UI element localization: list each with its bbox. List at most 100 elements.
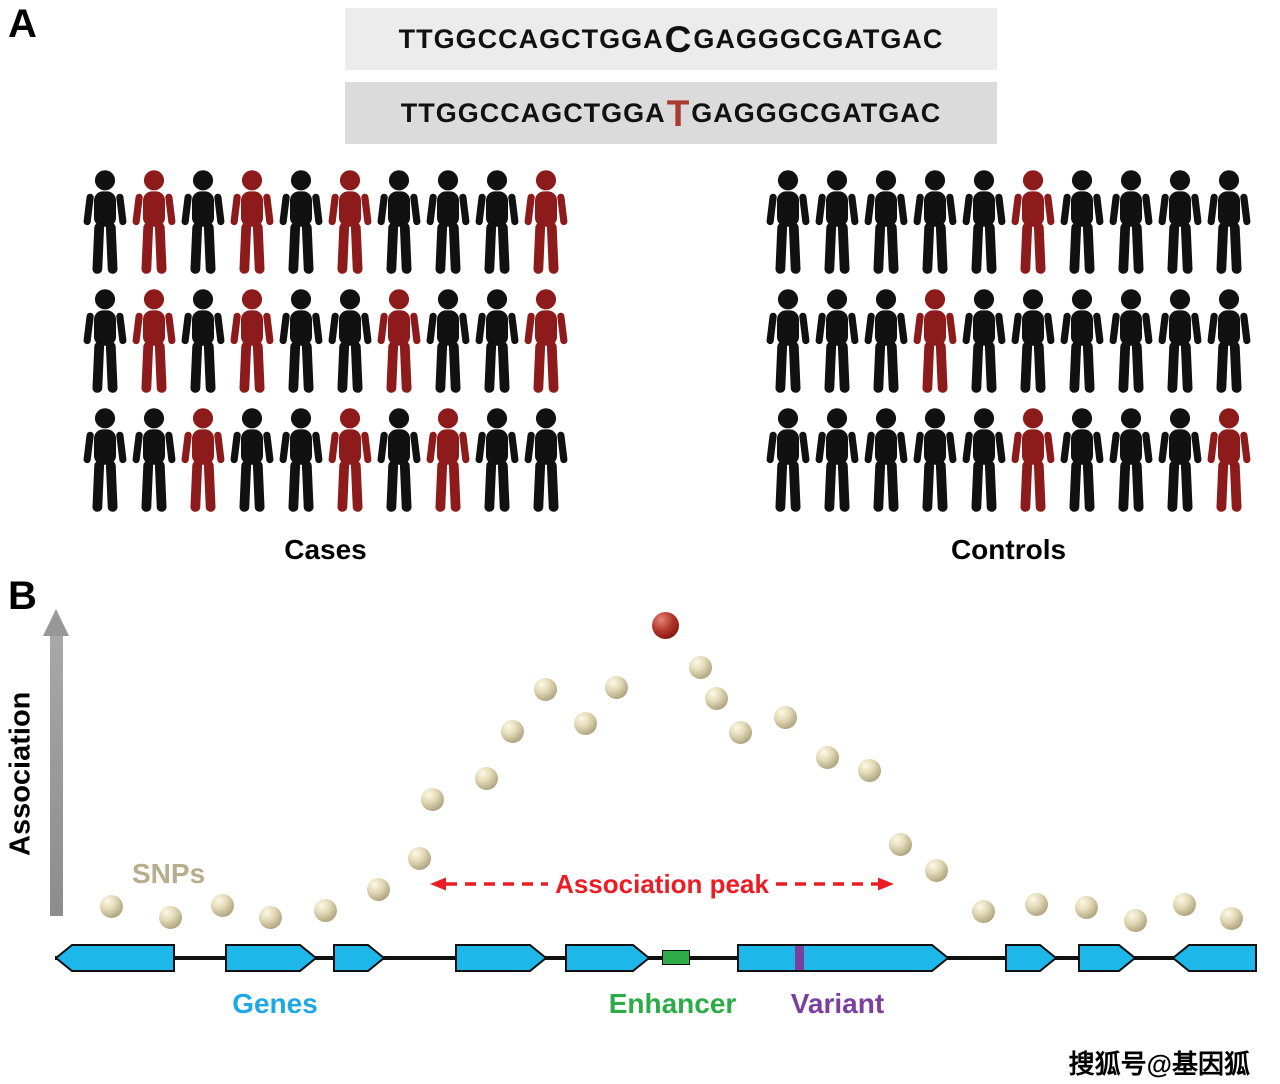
- snp-marker: [605, 675, 629, 699]
- seq1-allele: C: [664, 18, 693, 60]
- person-glyph: [132, 170, 176, 274]
- person-row: [765, 406, 1252, 514]
- person-icon: [278, 406, 324, 514]
- dashed-arrow-left-icon: [430, 877, 549, 891]
- person-glyph: [279, 170, 323, 274]
- snp-marker: [1024, 893, 1048, 917]
- person-glyph: [864, 408, 908, 512]
- snp-marker: [1220, 906, 1243, 930]
- seq2-allele: T: [666, 92, 691, 134]
- person-icon: [1108, 287, 1154, 395]
- person-glyph: [815, 289, 859, 393]
- enhancer-label: Enhancer: [608, 988, 737, 1019]
- person-icon: [912, 406, 958, 514]
- person-icon: [425, 168, 471, 276]
- person-icon: [523, 406, 569, 514]
- person-glyph: [1060, 289, 1104, 393]
- snp-marker: [858, 759, 882, 783]
- association-peak-label: Association peak: [555, 868, 769, 899]
- person-icon: [474, 287, 520, 395]
- person-affected-icon: [376, 287, 422, 395]
- snp-marker: [158, 905, 182, 929]
- person-row: [82, 168, 569, 276]
- person-icon: [376, 168, 422, 276]
- person-glyph: [83, 408, 127, 512]
- snp-marker: [258, 905, 282, 929]
- snp-marker: [421, 788, 444, 812]
- person-icon: [814, 287, 860, 395]
- person-icon: [82, 406, 128, 514]
- person-icon: [1059, 168, 1105, 276]
- person-glyph: [279, 289, 323, 393]
- person-icon: [765, 168, 811, 276]
- panel-b-label: B: [8, 574, 37, 618]
- person-glyph: [230, 289, 274, 393]
- person-icon: [863, 168, 909, 276]
- person-glyph: [181, 170, 225, 274]
- person-glyph: [962, 289, 1006, 393]
- person-icon: [278, 168, 324, 276]
- person-glyph: [1109, 170, 1153, 274]
- person-affected-icon: [523, 168, 569, 276]
- person-glyph: [864, 289, 908, 393]
- person-glyph: [524, 408, 568, 512]
- person-glyph: [377, 289, 421, 393]
- genes-label: Genes: [232, 988, 318, 1019]
- person-icon: [474, 168, 520, 276]
- person-icon: [912, 168, 958, 276]
- person-glyph: [475, 408, 519, 512]
- snp-marker: [533, 677, 557, 701]
- person-affected-icon: [180, 406, 226, 514]
- person-glyph: [83, 170, 127, 274]
- person-icon: [425, 287, 471, 395]
- person-glyph: [1011, 408, 1055, 512]
- person-icon: [1108, 406, 1154, 514]
- person-glyph: [1158, 170, 1202, 274]
- chromosome-line: [55, 956, 1255, 960]
- person-icon: [180, 168, 226, 276]
- snp-marker: [815, 745, 839, 769]
- person-icon: [814, 168, 860, 276]
- person-icon: [863, 406, 909, 514]
- person-icon: [229, 406, 275, 514]
- person-icon: [1108, 168, 1154, 276]
- snp-marker: [972, 900, 996, 924]
- cases-label: Cases: [284, 534, 367, 565]
- snp-marker: [408, 846, 432, 870]
- person-glyph: [475, 289, 519, 393]
- person-row: [82, 406, 569, 514]
- person-icon: [1157, 287, 1203, 395]
- person-glyph: [766, 408, 810, 512]
- cases-group: [82, 168, 569, 514]
- person-glyph: [230, 408, 274, 512]
- person-glyph: [1158, 289, 1202, 393]
- person-icon: [1157, 406, 1203, 514]
- seq2-prefix: TTGGCCAGCTGGA: [400, 97, 666, 128]
- snp-marker: [728, 721, 752, 745]
- association-axis-arrow-head-icon: [43, 609, 69, 636]
- person-icon: [82, 168, 128, 276]
- person-affected-icon: [1010, 168, 1056, 276]
- person-icon: [278, 287, 324, 395]
- dashed-arrow-right-icon: [775, 877, 894, 891]
- snp-marker: [925, 859, 949, 883]
- person-affected-icon: [912, 287, 958, 395]
- snps-label: SNPs: [132, 858, 206, 889]
- person-glyph: [1158, 408, 1202, 512]
- snp-marker: [500, 719, 524, 743]
- controls-label: Controls: [950, 534, 1067, 565]
- person-glyph: [377, 170, 421, 274]
- person-icon: [863, 287, 909, 395]
- person-affected-icon: [131, 168, 177, 276]
- person-icon: [1010, 287, 1056, 395]
- person-glyph: [230, 170, 274, 274]
- person-glyph: [913, 170, 957, 274]
- person-icon: [1206, 287, 1252, 395]
- person-glyph: [279, 408, 323, 512]
- person-glyph: [1207, 170, 1251, 274]
- association-peak-annotation: Association peak: [414, 866, 910, 902]
- seq1-prefix: TTGGCCAGCTGGA: [398, 23, 664, 54]
- person-affected-icon: [229, 287, 275, 395]
- panel-a-label: A: [8, 2, 37, 46]
- snp-marker: [773, 705, 797, 729]
